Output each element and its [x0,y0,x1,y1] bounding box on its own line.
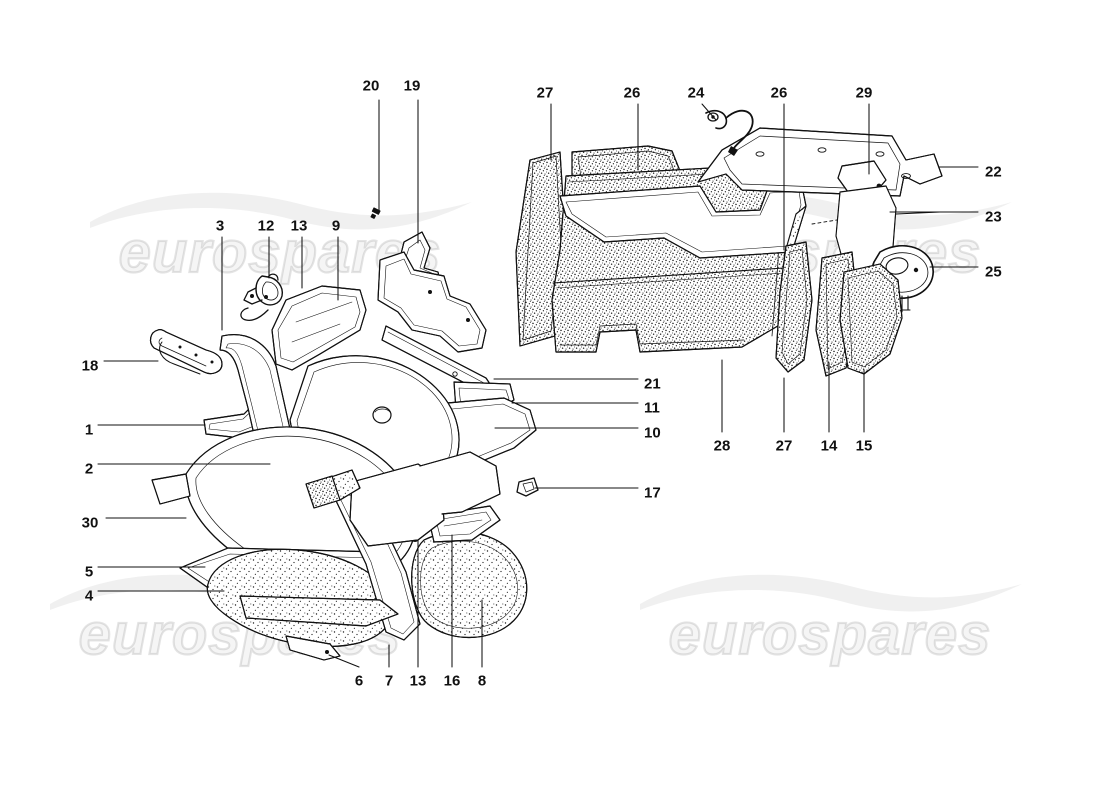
part-6-bottom-tab [285,635,341,661]
callout-number-23[interactable]: 23 [985,208,1002,226]
callout-number-19[interactable]: 19 [403,77,421,95]
callout-number-16[interactable]: 16 [443,672,461,690]
callout-number-30[interactable]: 30 [81,514,99,532]
part-27-right-pillar-pad [775,241,813,373]
part-9-tunnel-side-trim [271,285,367,371]
callout-number-29[interactable]: 29 [855,84,873,102]
part-18-seal-loop [149,329,223,375]
part-21-sill-strip [377,251,487,353]
callout-number-13[interactable]: 13 [409,672,427,690]
callout-number-13[interactable]: 13 [290,217,308,235]
callout-number-17[interactable]: 17 [644,484,661,502]
callout-number-11[interactable]: 11 [644,399,660,417]
part-15-wheelarch-insulation [839,263,903,375]
callout-number-12[interactable]: 12 [257,217,275,235]
part-16-frame-piece [427,505,501,543]
part-8-rear-wheelarch-insulation [411,531,528,639]
part-17-small-clip [516,477,539,497]
callout-number-9[interactable]: 9 [331,217,341,235]
part-10-front-floor-carpet [433,397,537,467]
callout-number-27[interactable]: 27 [775,437,793,455]
part-foam-block-centre [305,475,341,509]
callout-number-20[interactable]: 20 [362,77,380,95]
callout-number-21[interactable]: 21 [644,375,661,393]
callout-number-7[interactable]: 7 [384,672,394,690]
callout-number-3[interactable]: 3 [215,217,225,235]
callout-number-18[interactable]: 18 [81,357,99,375]
callout-number-10[interactable]: 10 [644,424,661,442]
callout-number-4[interactable]: 4 [84,587,94,605]
part-foam-strip-lower [239,595,399,627]
leader-line-6 [328,654,360,668]
callout-number-26[interactable]: 26 [770,84,788,102]
callout-number-6[interactable]: 6 [354,672,364,690]
part-26-right-tunnel-pad [559,185,807,259]
callout-number-15[interactable]: 15 [855,437,873,455]
callout-number-24[interactable]: 24 [687,84,705,102]
part-12-13-clip [240,273,283,322]
part-centre-tunnel-carpet [349,451,501,547]
callout-number-25[interactable]: 25 [985,263,1002,281]
callout-number-22[interactable]: 22 [985,163,1002,181]
callout-number-14[interactable]: 14 [820,437,838,455]
callout-number-28[interactable]: 28 [713,437,731,455]
part-22-rear-shelf-frame [697,127,943,225]
callout-number-5[interactable]: 5 [84,563,94,581]
callout-number-27[interactable]: 27 [536,84,554,102]
callout-leader-lines [97,99,979,668]
callout-number-1[interactable]: 1 [84,421,94,439]
callout-number-2[interactable]: 2 [84,460,94,478]
callout-number-26[interactable]: 26 [623,84,641,102]
callout-number-8[interactable]: 8 [477,672,487,690]
leader-line-24 [701,103,717,121]
